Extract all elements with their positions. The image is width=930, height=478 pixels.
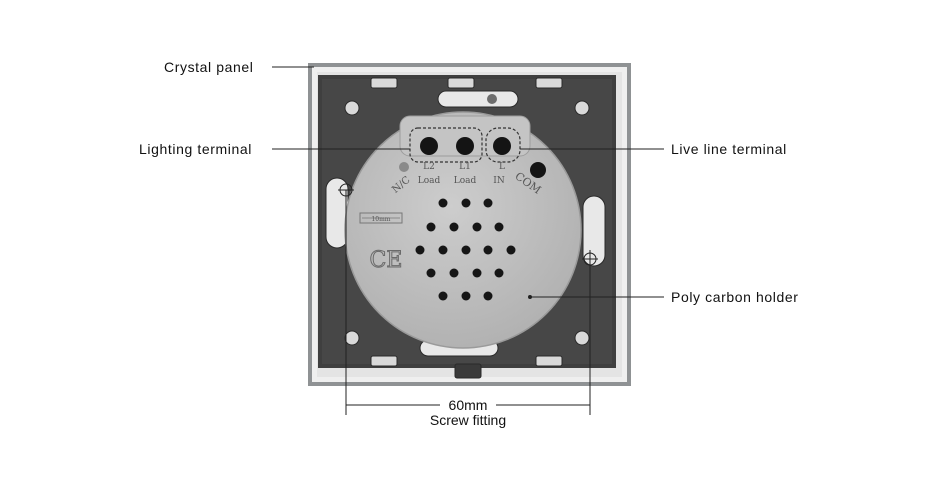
callout-poly-carbon-holder: Poly carbon holder	[671, 289, 799, 305]
screw-marks	[338, 183, 598, 415]
label-load-1: Load	[418, 176, 441, 186]
strip-gauge: 10mm	[359, 212, 403, 224]
terminal-l-hole	[493, 137, 511, 155]
leader-lines	[272, 66, 664, 299]
dimension-caption: Screw fitting	[429, 412, 507, 428]
terminal-com-hole	[530, 162, 546, 178]
side-screw-slots	[325, 177, 606, 267]
strip-gauge-label: 10mm	[371, 216, 390, 223]
vent-holes	[415, 198, 516, 301]
callout-lighting-terminal: Lighting terminal	[139, 141, 252, 157]
live-terminal-box	[485, 127, 521, 163]
ce-mark: CE	[370, 248, 403, 273]
label-l1: L1	[459, 162, 471, 172]
terminal-screws	[399, 137, 546, 178]
terminal-nc-hole	[399, 162, 409, 172]
lighting-terminal-box	[409, 127, 483, 163]
plate-slots	[344, 77, 590, 379]
dimension-value: 60mm	[448, 397, 488, 413]
top-screw-slot	[437, 90, 519, 108]
terminal-highlights	[409, 127, 521, 163]
label-in: IN	[493, 176, 505, 186]
callout-crystal-panel: Crystal panel	[164, 59, 254, 75]
callout-live-line-terminal: Live line terminal	[671, 141, 787, 157]
terminal-l2-hole	[420, 137, 438, 155]
label-load-2: Load	[454, 176, 477, 186]
label-l: L	[499, 162, 505, 172]
label-l2: L2	[423, 162, 435, 172]
terminal-l1-hole	[456, 137, 474, 155]
